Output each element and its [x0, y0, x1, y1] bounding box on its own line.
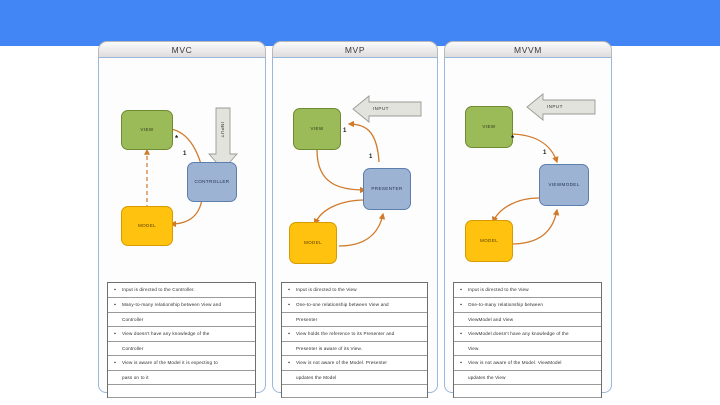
node-view-mvc: VIEW: [121, 110, 173, 150]
bullet-row: Presenter: [282, 313, 427, 327]
node-presenter-mvp: PRESENTER: [363, 168, 411, 210]
bullet-text: updates the View: [468, 375, 506, 380]
bullet-row: ▪ View is not aware of the Model. ViewMo…: [454, 356, 601, 371]
bullet-marker: ▪: [114, 287, 116, 293]
bullet-text: updates the Model: [296, 375, 337, 380]
multiplicity-one-mvvm: 1: [543, 150, 547, 156]
bullet-text: Input is directed to the View: [296, 287, 357, 292]
bullet-text: View is not aware of the Model. ViewMode…: [468, 360, 562, 365]
bullet-marker: ▪: [288, 360, 290, 366]
panel-mvp: MVP: [272, 41, 438, 398]
bullet-text: Controller: [122, 346, 144, 351]
bullet-marker: ▪: [460, 331, 462, 337]
panel-title-mvp: MVP: [344, 44, 366, 55]
node-controller-mvc: CONTROLLER: [187, 162, 237, 202]
bullet-row: ▪ One-to-many relationship between: [454, 298, 601, 313]
node-view-mvp: VIEW: [293, 108, 341, 150]
multiplicity-view-mvp: 1: [343, 128, 347, 134]
bullet-marker: ▪: [114, 360, 116, 366]
bullet-row: ▪ Input is directed to the View: [282, 283, 427, 298]
bullet-text: View is aware of the Model it is expecti…: [122, 360, 218, 365]
panel-tab-mvc: MVC: [98, 41, 266, 58]
panel-mvc: MVC: [98, 41, 266, 398]
multiplicity-presenter-mvp: 1: [369, 154, 373, 160]
bullet-text: Input is directed to the Controller.: [122, 287, 195, 292]
bullet-marker: ▪: [114, 331, 116, 337]
diagram-mvc: VIEW MODEL CONTROLLER * 1 INPUT: [99, 58, 265, 276]
node-model-mvc: MODEL: [121, 206, 173, 246]
bullet-row: ▪ Input is directed to the View: [454, 283, 601, 298]
bullet-text: pass on to it: [122, 375, 149, 380]
bullet-table-mvp: ▪ Input is directed to the View ▪ One-to…: [281, 282, 428, 398]
bullet-row: Controller: [108, 313, 255, 327]
node-model-mvp: MODEL: [289, 222, 337, 264]
panel-title-mvvm: MVVM: [514, 44, 542, 55]
input-label-mvvm: INPUT: [547, 104, 563, 109]
bullet-text: Controller: [122, 317, 144, 322]
bullet-marker: ▪: [460, 302, 462, 308]
bullet-text: One-to-one relationship between View and: [296, 302, 389, 307]
bullet-text: View doesn't have any knowledge of the: [122, 331, 210, 336]
bullet-marker: ▪: [460, 360, 462, 366]
bullet-text: View is not aware of the Model. Presente…: [296, 360, 388, 365]
bullet-text: View holds the reference to its Presente…: [296, 331, 395, 336]
bullet-row: ▪ View holds the reference to its Presen…: [282, 327, 427, 342]
node-viewmodel-mvvm: VIEWMODEL: [539, 164, 589, 206]
slide-body: MVC: [0, 41, 720, 405]
bullet-marker: ▪: [288, 302, 290, 308]
bullet-text: Many-to-many relationship between View a…: [122, 302, 222, 307]
diagram-arrows-mvp: [313, 95, 422, 247]
top-banner: [0, 0, 720, 46]
bullet-table-mvvm: ▪ Input is directed to the View ▪ One-to…: [453, 282, 602, 398]
node-view-mvvm: VIEW: [465, 106, 513, 148]
bullet-row: [454, 385, 601, 398]
bullet-marker: ▪: [288, 287, 290, 293]
bullet-marker: ▪: [460, 287, 462, 293]
bullet-marker: ▪: [288, 331, 290, 337]
bullet-row: Presenter is aware of its View.: [282, 342, 427, 356]
diagram-arrows-mvvm: [492, 93, 596, 245]
bullet-text: One-to-many relationship between: [468, 302, 544, 307]
bullet-row: [108, 385, 255, 398]
bullet-row: ▪ One-to-one relationship between View a…: [282, 298, 427, 313]
input-label-mvp: INPUT: [373, 106, 389, 111]
node-model-mvvm: MODEL: [465, 220, 513, 262]
bullet-text: Presenter is aware of its View.: [296, 346, 363, 351]
bullet-row: ▪ View is aware of the Model it is expec…: [108, 356, 255, 371]
bullet-text: Presenter: [296, 317, 318, 322]
bullet-text: Input is directed to the View: [468, 287, 529, 292]
diagram-mvvm: VIEW MODEL VIEWMODEL * 1 INPUT: [445, 58, 611, 276]
diagram-mvp: VIEW MODEL PRESENTER 1 1 INPUT: [273, 58, 437, 276]
bullet-row: Controller: [108, 342, 255, 356]
bullet-row: updates the View: [454, 371, 601, 385]
bullet-row: ViewModel and View: [454, 313, 601, 327]
input-label-mvc: INPUT: [220, 122, 225, 138]
bullet-row: ▪ ViewModel doesn't have any knowledge o…: [454, 327, 601, 342]
bullet-table-mvc: ▪ Input is directed to the Controller. ▪…: [107, 282, 256, 398]
bullet-row: [282, 385, 427, 398]
bullet-marker: ▪: [114, 302, 116, 308]
multiplicity-star-mvvm: *: [511, 134, 515, 143]
bullet-row: updates the Model: [282, 371, 427, 385]
bullet-row: ▪ Input is directed to the Controller.: [108, 283, 255, 298]
bullet-text: View.: [468, 346, 480, 351]
multiplicity-one-mvc: 1: [183, 151, 187, 157]
panel-title-mvc: MVC: [171, 44, 193, 55]
bullet-row: ▪ View is not aware of the Model. Presen…: [282, 356, 427, 371]
bullet-row: ▪ Many-to-many relationship between View…: [108, 298, 255, 313]
bullet-row: ▪ View doesn't have any knowledge of the: [108, 327, 255, 342]
bullet-text: ViewModel and View: [468, 317, 514, 322]
multiplicity-star-mvc: *: [175, 134, 179, 143]
panel-tab-mvvm: MVVM: [444, 41, 612, 58]
bullet-row: View.: [454, 342, 601, 356]
panel-tab-mvp: MVP: [272, 41, 438, 58]
bullet-text: ViewModel doesn't have any knowledge of …: [468, 331, 569, 336]
panel-mvvm: MVVM VI: [444, 41, 612, 398]
bullet-row: pass on to it: [108, 371, 255, 385]
